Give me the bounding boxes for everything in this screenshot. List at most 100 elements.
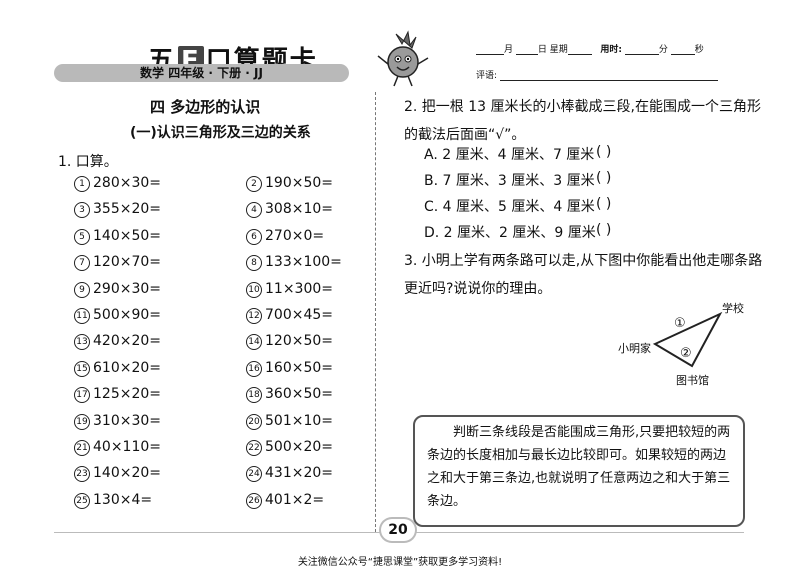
option-d-answer[interactable]: ( )	[596, 222, 612, 238]
minute-label: 分	[658, 45, 668, 55]
problem-expression: 401×2=	[265, 491, 325, 508]
option-a-answer[interactable]: ( )	[596, 144, 612, 160]
school-label: 学校	[722, 302, 744, 315]
problem-expression: 501×10=	[265, 412, 333, 429]
route-diagram: 学校 小明家 图书馆 ① ②	[610, 300, 770, 392]
section-title: 四 多边形的认识	[150, 98, 261, 116]
problem-number: 3	[74, 202, 90, 219]
problem-number: 5	[74, 228, 90, 245]
problem-expression: 125×20=	[93, 386, 161, 403]
option-b: B. 7 厘米、3 厘米、3 厘米 ( )	[424, 170, 611, 190]
problem-number: 19	[74, 413, 90, 430]
problem-expression: 431×20=	[265, 465, 333, 482]
problem-number: 22	[246, 440, 262, 456]
rating-label: 评语:	[476, 71, 498, 81]
problem-number: 18	[246, 387, 262, 404]
problem-number: 25	[74, 492, 90, 509]
problem-expression: 140×50=	[93, 227, 161, 244]
problem-number: 13	[74, 334, 90, 351]
problem-expression: 11×300=	[265, 280, 333, 297]
problem-number: 24	[246, 466, 262, 483]
problem-number: 10	[246, 281, 262, 298]
minute-blank[interactable]	[624, 45, 659, 55]
subsection-title: (一)认识三角形及三边的关系	[130, 125, 311, 141]
library-label: 图书馆	[676, 374, 709, 387]
tip-text: 判断三条线段是否能围成三角形,只要把较短的两条边的长度相加与最长边比较即可。如果…	[427, 425, 731, 509]
option-d-text: D. 2 厘米、2 厘米、9 厘米	[424, 225, 596, 241]
day-blank[interactable]	[515, 45, 538, 55]
problem-expression: 280×30=	[93, 175, 161, 191]
week-label: 星期	[549, 45, 568, 55]
problem-expression: 700×45=	[265, 307, 333, 323]
date-time-line: 月 日 星期 用时: 分 秒	[476, 42, 704, 55]
problem-expression: 310×30=	[93, 412, 161, 429]
problem-expression: 610×20=	[93, 359, 161, 376]
problem-number: 21	[74, 440, 90, 456]
option-a: A. 2 厘米、4 厘米、7 厘米 ( )	[424, 144, 611, 164]
question-1-title: 1. 口算。	[58, 154, 118, 170]
problem-expression: 500×20=	[265, 439, 333, 455]
rating-line: 评语:	[476, 68, 718, 81]
problem-number: 4	[246, 202, 262, 219]
option-c-answer[interactable]: ( )	[596, 196, 612, 212]
problem-expression: 308×10=	[265, 201, 333, 218]
problem-number: 11	[74, 308, 90, 324]
route-1-marker: ①	[674, 316, 686, 331]
problem-number: 2	[246, 176, 262, 192]
month-blank[interactable]	[476, 45, 504, 55]
bottom-note: 关注微信公众号“捷思课堂”获取更多学习资料!	[297, 557, 503, 568]
option-d: D. 2 厘米、2 厘米、9 厘米 ( )	[424, 222, 611, 242]
option-b-text: B. 7 厘米、3 厘米、3 厘米	[424, 173, 595, 189]
problem-number: 1	[74, 176, 90, 192]
rating-blank[interactable]	[499, 71, 718, 81]
problem-number: 17	[74, 387, 90, 404]
problem-number: 26	[246, 492, 262, 509]
route-2-marker: ②	[680, 346, 692, 361]
problem-expression: 133×100=	[265, 254, 342, 271]
problem-expression: 500×90=	[93, 307, 161, 323]
week-blank[interactable]	[567, 45, 592, 55]
time-label: 用时:	[600, 45, 622, 55]
problem-expression: 270×0=	[265, 227, 325, 244]
problem-number: 9	[74, 281, 90, 298]
grade-bar: 数学 四年级 · 下册 · JJ	[54, 64, 349, 82]
problem-expression: 140×20=	[93, 465, 161, 482]
problem-number: 6	[246, 228, 262, 245]
month-label: 月	[504, 45, 514, 55]
problem-expression: 160×50=	[265, 359, 333, 376]
tip-box: 判断三条线段是否能围成三角形,只要把较短的两条边的长度相加与最长边比较即可。如果…	[413, 415, 745, 527]
option-a-text: A. 2 厘米、4 厘米、7 厘米	[424, 147, 595, 163]
option-c-text: C. 4 厘米、5 厘米、4 厘米	[424, 199, 595, 215]
problem-number: 14	[246, 334, 262, 351]
problem-number: 7	[74, 255, 90, 272]
problem-expression: 40×110=	[93, 439, 161, 455]
problem-expression: 355×20=	[93, 201, 161, 218]
page-number: 20	[381, 519, 415, 541]
problem-number: 15	[74, 360, 90, 377]
second-blank[interactable]	[670, 45, 695, 55]
option-b-answer[interactable]: ( )	[596, 170, 612, 186]
problem-number: 16	[246, 360, 262, 377]
problem-expression: 120×70=	[93, 254, 161, 271]
